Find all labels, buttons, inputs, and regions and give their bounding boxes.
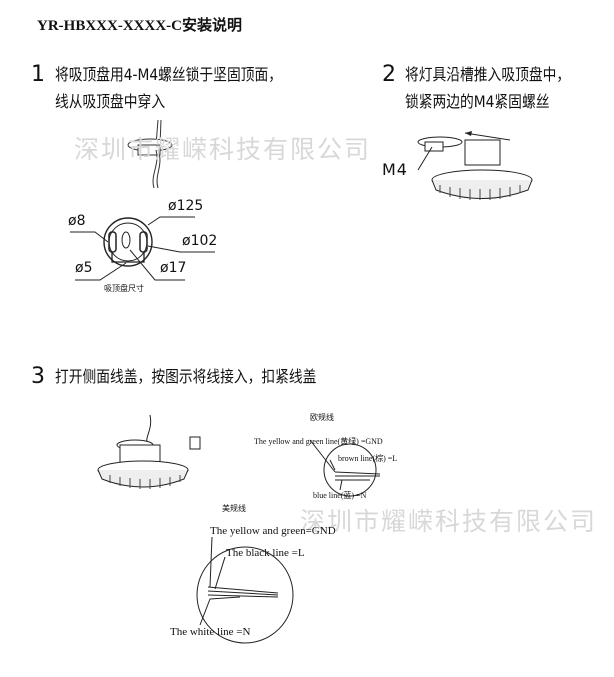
us-neutral-label: The white line =N [170,626,251,638]
dimension-d8: ø8 [68,213,86,229]
step-2-text: 将灯具沿槽推入吸顶盘中， 锁紧两边的M4紧固螺丝 [405,61,570,115]
dimension-d5: ø5 [75,260,93,276]
step-3-number: 3 [31,364,45,389]
us-gnd-label: The yellow and green=GND [210,525,336,537]
watermark-bottom: 深圳市耀嵘科技有限公司 [300,507,598,536]
eu-gnd-label: The yellow and green line(黄绿) =GND [254,437,383,446]
step-2-line-2: 锁紧两边的M4紧固螺丝 [405,92,550,111]
dimension-d17: ø17 [160,260,187,276]
dimension-d102: ø102 [182,233,218,249]
document-title: YR-HBXXX-XXXX-C安装说明 [37,18,242,34]
fixture-mounting-illustration [417,131,533,200]
step-1-line-2: 线从吸顶盘中穿入 [55,92,166,111]
eu-wiring-title: 欧规线 [310,413,334,422]
step-3-line-1: 打开侧面线盖，按图示将线接入，扣紧线盖 [55,367,317,386]
plate-dimension-caption: 吸顶盘尺寸 [104,284,144,293]
step-3-text: 打开侧面线盖，按图示将线接入，扣紧线盖 [55,363,316,390]
m4-screw-label: M4 [382,160,408,179]
step-2-line-1: 将灯具沿槽推入吸顶盘中， [405,65,571,84]
eu-live-label: brown line(棕) =L [338,454,398,463]
step-1-line-1: 将吸顶盘用4-M4螺丝锁于坚固顶面， [55,65,282,84]
us-wiring-diagram [196,536,294,644]
ceiling-plate-illustration [127,119,173,189]
fixture-wiring-illustration [97,414,201,489]
step-1-number: 1 [31,62,45,87]
watermark-top: 深圳市耀嵘科技有限公司 [74,135,372,164]
us-live-label: The black line =L [226,547,305,559]
eu-wiring-diagram [309,439,381,497]
us-wiring-title: 美规线 [222,504,246,513]
plate-dimension-drawing [70,216,215,281]
step-2-number: 2 [382,62,396,87]
eu-neutral-label: blue line(蓝) =N [313,491,367,500]
step-1-text: 将吸顶盘用4-M4螺丝锁于坚固顶面， 线从吸顶盘中穿入 [55,61,282,115]
dimension-d125: ø125 [168,198,204,214]
